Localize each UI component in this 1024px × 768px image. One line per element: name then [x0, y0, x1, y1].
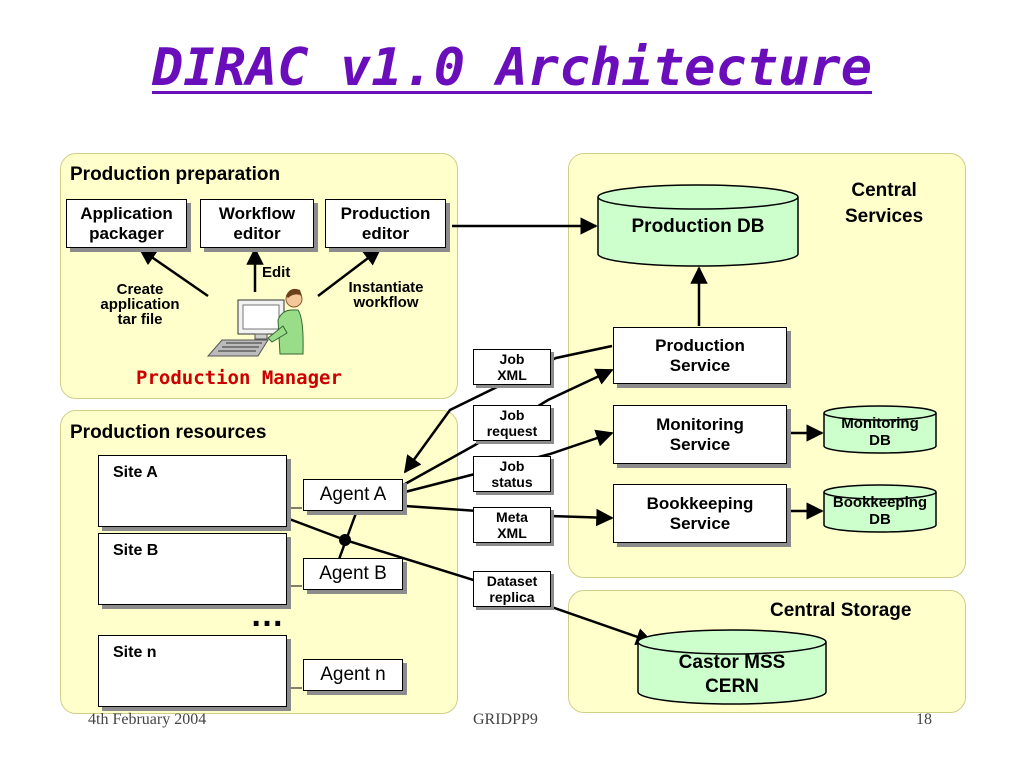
central-storage-label: Central Storage [770, 600, 912, 621]
job-status-tag: Job status [473, 456, 551, 492]
production-resources-label: Production resources [70, 422, 267, 443]
agent-b-box: Agent B [303, 558, 403, 590]
meta-xml-tag: Meta XML [473, 507, 551, 543]
monitoring-db: Monitoring DB [841, 415, 919, 449]
site-n-label: Site n [113, 644, 157, 661]
sites-ellipsis: … [250, 596, 284, 634]
footer-event: GRIDPP9 [473, 711, 538, 728]
site-a-box: Site A [98, 455, 287, 527]
workflow-editor-box: Workflow editor [200, 199, 314, 248]
footer-date: 4th February 2004 [88, 711, 207, 728]
dataset-replica-tag: Dataset replica [473, 571, 551, 607]
production-db: Production DB [631, 216, 765, 237]
site-b-label: Site B [113, 542, 159, 559]
bookkeeping-service-box: Bookkeeping Service [613, 484, 787, 543]
monitoring-service-box: Monitoring Service [613, 405, 787, 464]
production-editor-box: Production editor [325, 199, 446, 248]
castor-mss-cern: Castor MSS CERN [678, 652, 786, 697]
create-application-note: Create application tar file [100, 281, 180, 328]
production-service-box: Production Service [613, 327, 787, 384]
agent-a-box: Agent A [303, 479, 403, 511]
site-a-label: Site A [113, 464, 158, 481]
site-n-box: Site n [98, 635, 287, 707]
application-packager-box: Application packager [66, 199, 187, 248]
bookkeeping-db: Bookkeeping DB [832, 494, 928, 528]
instantiate-workflow-note: Instantiate workflow [348, 279, 424, 311]
panel-production-preparation [60, 153, 458, 399]
agent-n-box: Agent n [303, 659, 403, 691]
production-preparation-label: Production preparation [70, 164, 281, 185]
site-b-box: Site B [98, 533, 287, 605]
job-xml-tag: Job XML [473, 349, 551, 385]
central-services-label: Central Services [845, 180, 924, 227]
slide-title: DIRAC v1.0 Architecture [151, 38, 873, 98]
footer-page-number: 18 [916, 711, 932, 728]
job-request-tag: Job request [473, 405, 551, 441]
edit-note: Edit [262, 264, 291, 281]
production-manager-label: Production Manager [136, 367, 342, 389]
